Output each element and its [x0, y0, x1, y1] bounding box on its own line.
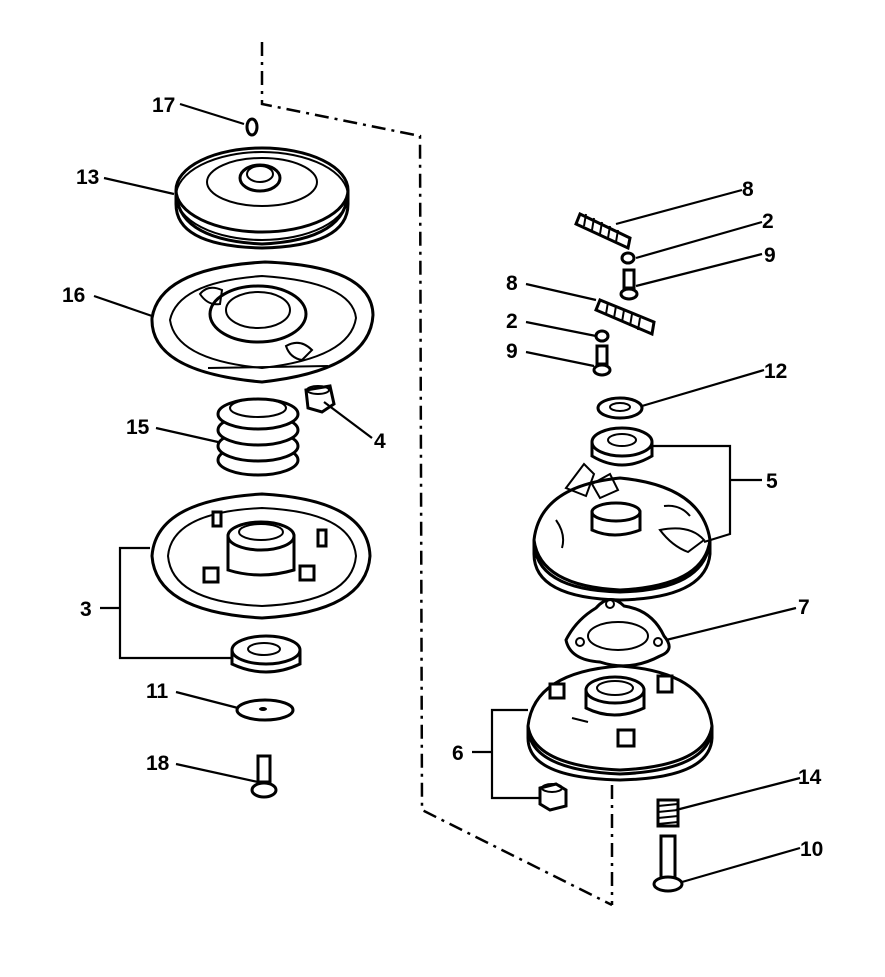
callout-6: 6 — [452, 742, 464, 765]
callout-2-lower: 2 — [506, 310, 518, 333]
part-16-plate — [150, 260, 375, 384]
part-12-washer — [596, 396, 644, 420]
callout-8-upper: 8 — [742, 178, 754, 201]
callout-12: 12 — [764, 360, 787, 383]
part-5-bushing — [590, 426, 654, 467]
part-13-cover — [174, 146, 350, 250]
part-8-spring-lower — [594, 298, 656, 337]
callout-17: 17 — [152, 94, 175, 117]
callout-10: 10 — [800, 838, 823, 861]
assembly-axis-line — [260, 42, 613, 907]
callout-3: 3 — [80, 598, 92, 621]
part-17-ring — [245, 117, 259, 137]
part-11-disk — [235, 698, 295, 722]
callout-4: 4 — [374, 430, 386, 453]
part-9-screw-upper — [619, 268, 639, 301]
leader-lines — [93, 102, 801, 884]
callout-13: 13 — [76, 166, 99, 189]
callout-8-lower: 8 — [506, 272, 518, 295]
callout-9-upper: 9 — [764, 244, 776, 267]
part-9-screw-lower — [592, 344, 612, 377]
part-7-gasket — [564, 598, 671, 668]
part-5-base — [532, 462, 712, 602]
callout-14: 14 — [798, 766, 822, 789]
part-14-spring — [656, 798, 680, 828]
part-10-pin — [652, 834, 684, 893]
part-6-housing — [526, 664, 714, 782]
callout-15: 15 — [126, 416, 150, 439]
callout-18: 18 — [146, 752, 170, 775]
part-3-plate — [150, 492, 372, 620]
callout-9-lower: 9 — [506, 340, 518, 363]
part-4-nut — [304, 384, 336, 414]
part-2-clip-upper — [620, 251, 636, 265]
callout-5: 5 — [766, 470, 778, 493]
part-3-washer — [230, 634, 302, 674]
part-15-spring — [216, 397, 300, 477]
part-18-bolt — [250, 754, 278, 799]
callout-2-upper: 2 — [762, 210, 774, 233]
callout-16: 16 — [62, 284, 85, 307]
callout-11: 11 — [146, 680, 169, 703]
part-8-spring-upper — [574, 211, 632, 251]
callout-7: 7 — [798, 596, 810, 619]
part-6-nut — [538, 782, 568, 812]
part-2-clip-lower — [594, 329, 610, 343]
